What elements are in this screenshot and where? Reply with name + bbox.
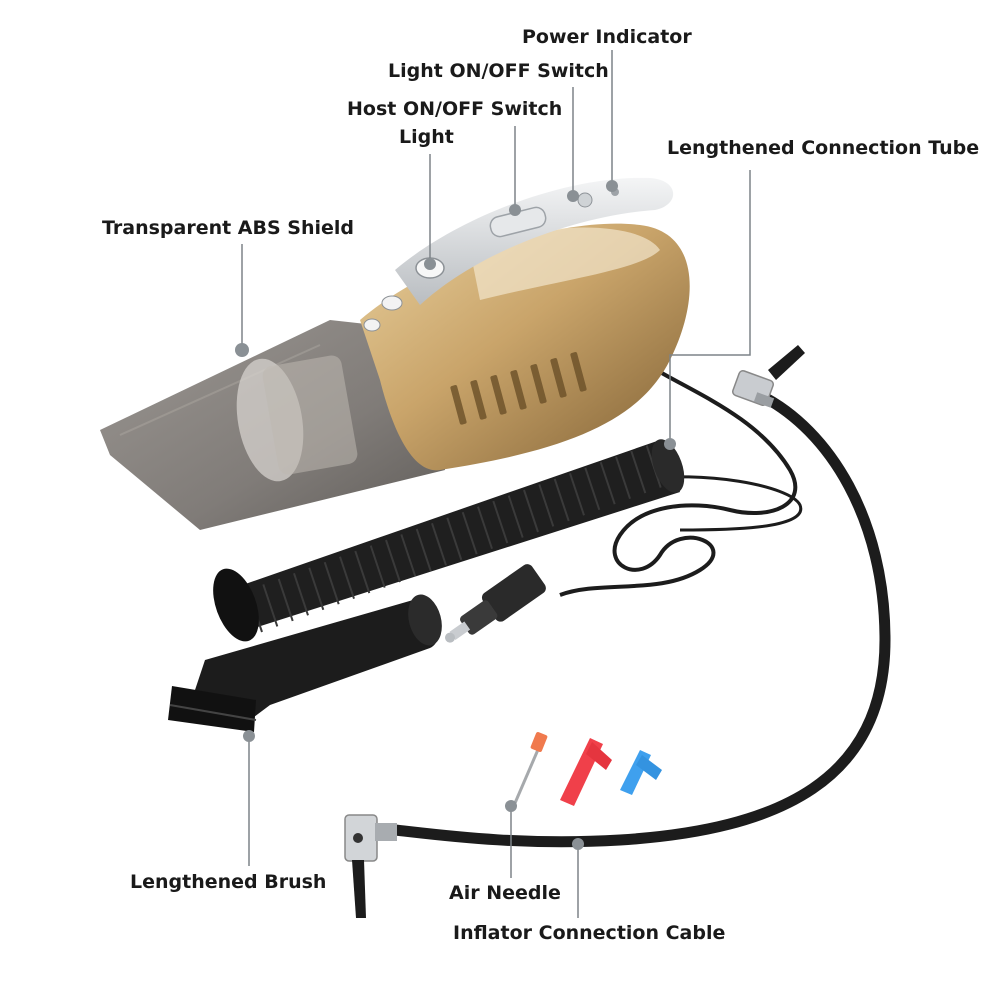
label-light-switch: Light ON/OFF Switch bbox=[388, 60, 609, 82]
label-light: Light bbox=[399, 126, 454, 148]
vacuum-body bbox=[100, 177, 690, 530]
car-plug bbox=[445, 564, 546, 643]
label-air-needle: Air Needle bbox=[449, 882, 561, 904]
label-power-indicator: Power Indicator bbox=[522, 26, 692, 48]
inflator-chuck-bottom bbox=[344, 814, 397, 918]
label-connection-tube: Lengthened Connection Tube bbox=[667, 137, 980, 159]
brush-attachment bbox=[168, 594, 442, 732]
power-cord bbox=[559, 370, 798, 597]
air-needle bbox=[510, 732, 548, 811]
inflator-cable bbox=[389, 389, 891, 848]
label-brush: Lengthened Brush bbox=[130, 871, 327, 893]
red-nozzle bbox=[560, 738, 612, 806]
label-host-switch: Host ON/OFF Switch bbox=[347, 98, 563, 120]
leader-lines bbox=[241, 50, 751, 918]
extension-hose bbox=[213, 439, 685, 642]
label-abs-shield: Transparent ABS Shield bbox=[102, 217, 355, 239]
blue-nozzle bbox=[620, 750, 662, 795]
leader-dots bbox=[235, 180, 676, 850]
label-inflator-cable: Inflator Connection Cable bbox=[453, 922, 726, 944]
inflator-chuck-top bbox=[732, 345, 805, 408]
